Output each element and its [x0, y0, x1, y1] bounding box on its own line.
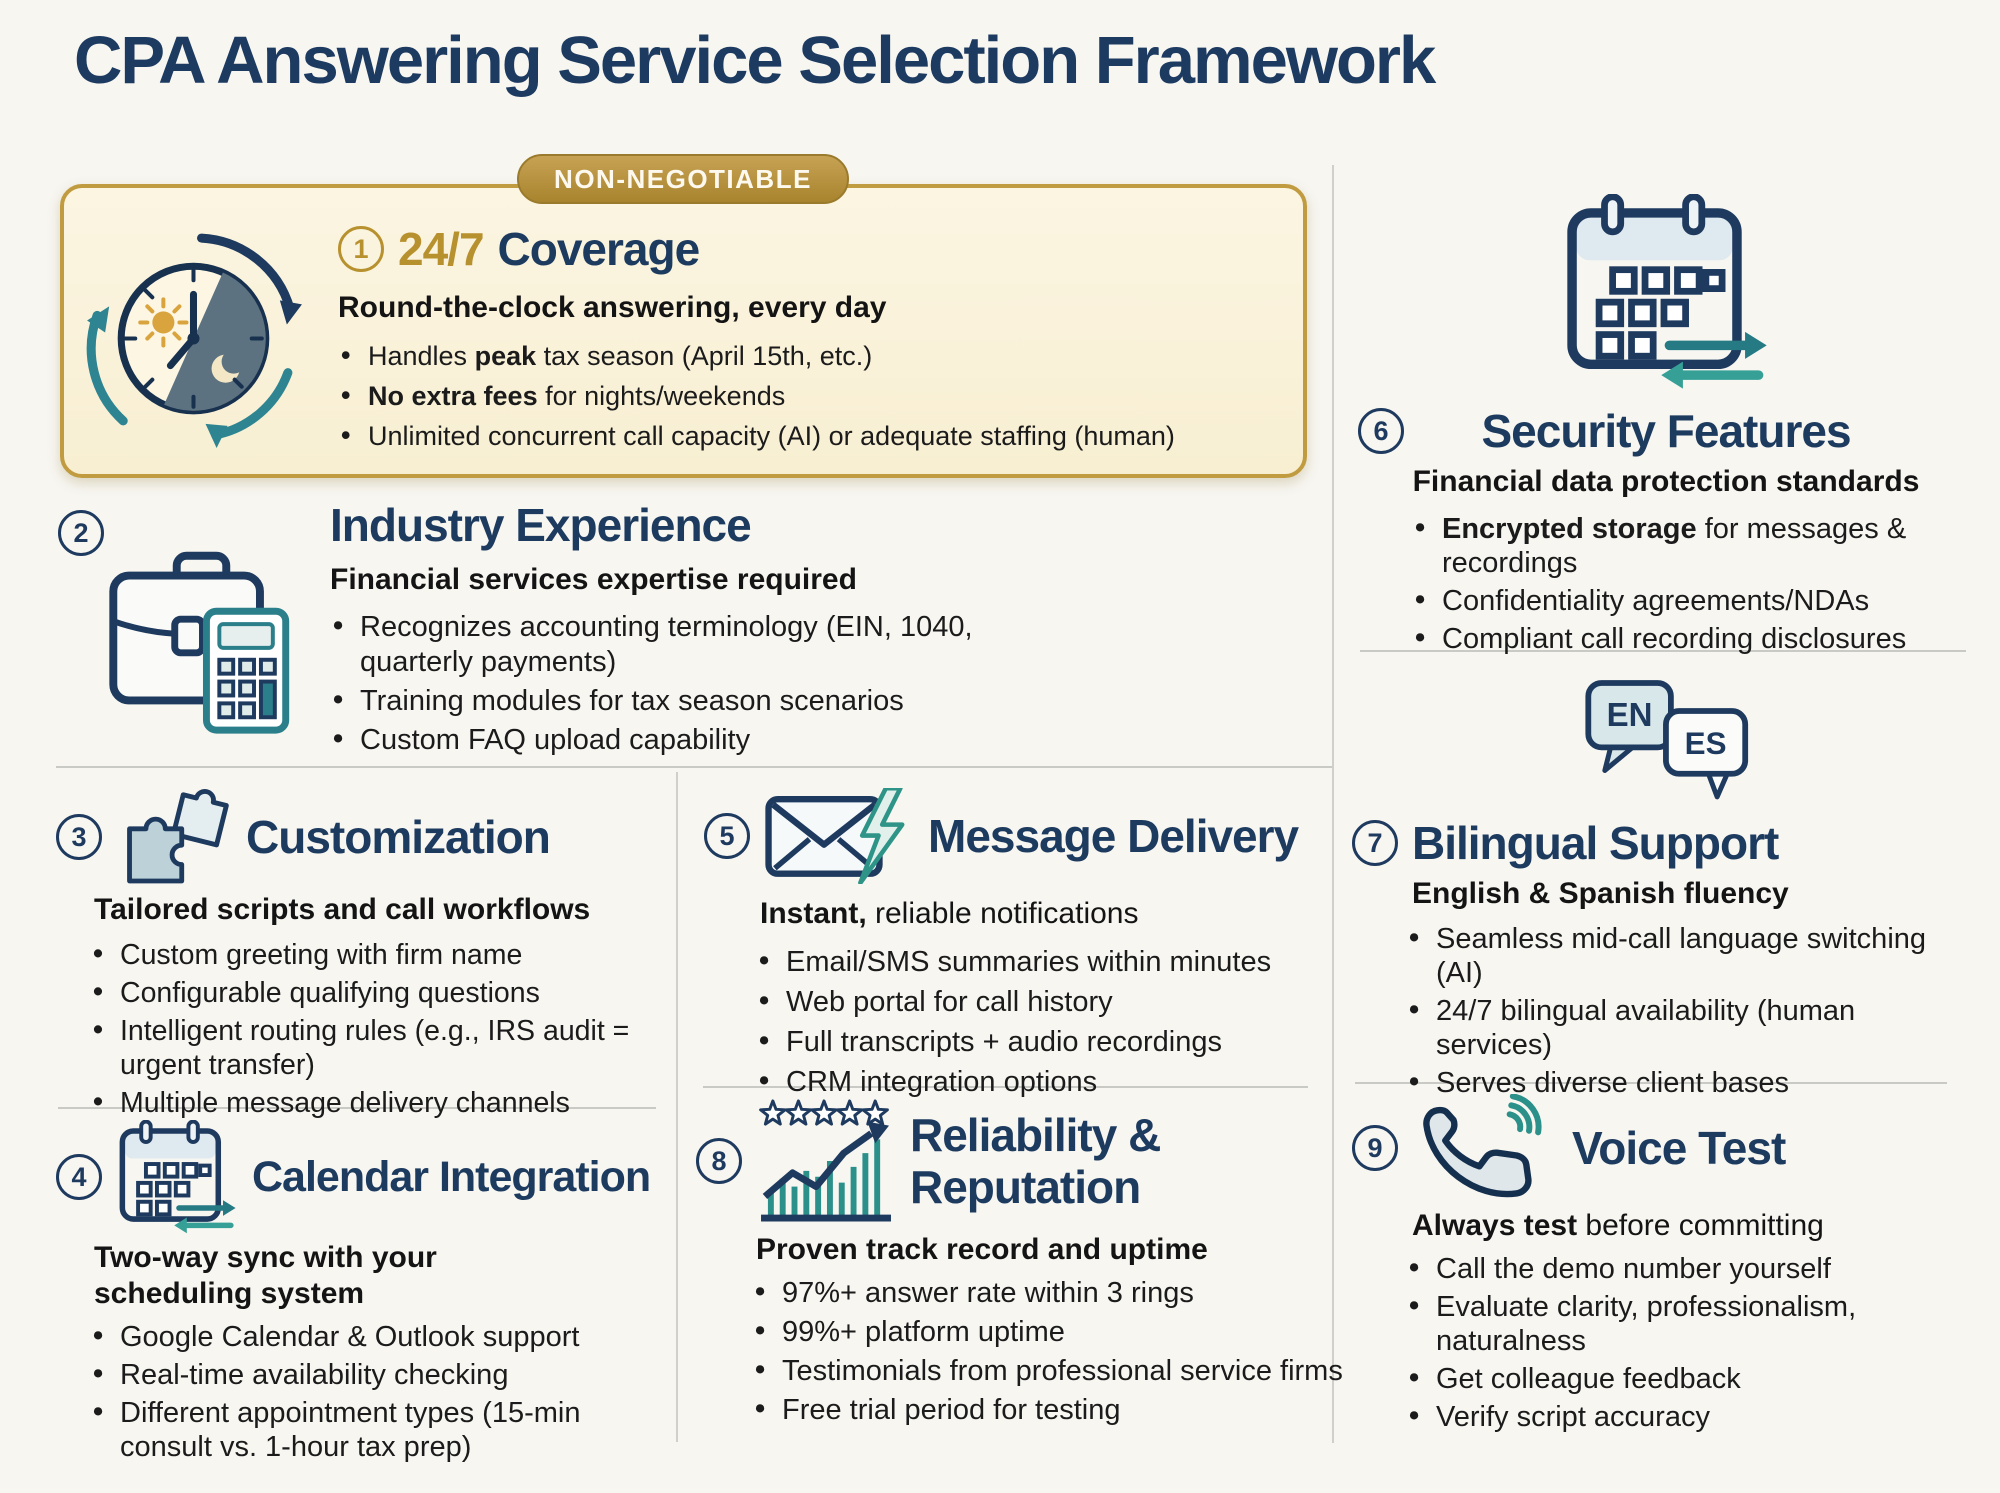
puzzle-icon — [116, 786, 232, 888]
section-security-features: 6 Security Features Financial data prote… — [1352, 194, 1980, 656]
divider-vertical — [1332, 165, 1334, 1443]
bullet-list: Handles peak tax season (April 15th, etc… — [338, 337, 1298, 454]
bullet-item: Testimonials from professional service f… — [752, 1353, 1344, 1389]
bullet-item: Encrypted storage for messages & recordi… — [1412, 511, 1960, 580]
section-calendar-integration: 4 — [56, 1120, 674, 1464]
bullet-item: Full transcripts + audio recordings — [756, 1023, 1336, 1060]
bullet-item: Web portal for call history — [756, 983, 1336, 1020]
bullet-item: Serves diverse client bases — [1406, 1065, 1946, 1100]
bullet-item: Intelligent routing rules (e.g., IRS aud… — [90, 1013, 690, 1082]
section-subtitle: Financial services expertise required — [330, 563, 857, 596]
bullet-list: Seamless mid-call language switching (AI… — [1406, 921, 1946, 1100]
bullet-list: 97%+ answer rate within 3 rings99%+ plat… — [752, 1275, 1344, 1428]
section-number-badge: 4 — [56, 1154, 102, 1200]
bubble-label-en: EN — [1607, 696, 1653, 733]
bubble-label-es: ES — [1685, 726, 1727, 761]
bullet-item: Evaluate clarity, professionalism, natur… — [1406, 1289, 1946, 1358]
bullet-item: Confidentiality agreements/NDAs — [1412, 583, 1960, 618]
section-number-badge: 3 — [56, 814, 102, 860]
section-reliability-reputation: 8 — [696, 1098, 1346, 1428]
bullet-list: Google Calendar & Outlook supportReal-ti… — [90, 1319, 676, 1464]
bullet-item: 97%+ answer rate within 3 rings — [752, 1275, 1344, 1311]
section-subtitle: Instant, reliable notifications — [760, 897, 1139, 930]
bullet-item: 24/7 bilingual availability (human servi… — [1406, 993, 1946, 1062]
bullet-item: Different appointment types (15-min cons… — [90, 1395, 676, 1464]
section-title: Customization — [246, 811, 551, 863]
section-title: Coverage — [497, 223, 701, 275]
bullet-item: CRM integration options — [756, 1063, 1336, 1100]
briefcase-calculator-icon — [98, 528, 304, 744]
section-number-badge: 6 — [1358, 408, 1404, 454]
page-title: CPA Answering Service Selection Framewor… — [74, 23, 1436, 98]
divider-horizontal — [56, 766, 1332, 768]
bilingual-speech-bubbles-icon: EN ES — [1348, 678, 1988, 806]
section-message-delivery: 5 Message Delivery Instant, reliable not… — [704, 788, 1348, 1100]
section-bilingual-support: EN ES 7 Bilingual Support English & Span… — [1348, 678, 1988, 1100]
section-voice-test: 9 Voice Test Always test before committi… — [1348, 1094, 1988, 1434]
envelope-lightning-icon — [764, 788, 914, 884]
bullet-list: Call the demo number yourselfEvaluate cl… — [1406, 1251, 1946, 1434]
section-customization: 3 Customization Tailored scripts and cal… — [56, 786, 674, 1120]
section-subtitle: Financial data protection standards — [1412, 465, 1920, 498]
bullet-item: Email/SMS summaries within minutes — [756, 943, 1336, 980]
section-subtitle: Two-way sync with your scheduling system — [94, 1241, 437, 1310]
section-number-badge: 1 — [338, 226, 384, 272]
non-negotiable-badge: NON-NEGOTIABLE — [517, 154, 849, 204]
bullet-item: Unlimited concurrent call capacity (AI) … — [338, 417, 1298, 454]
bullet-item: Configurable qualifying questions — [90, 975, 690, 1010]
bullet-item: Free trial period for testing — [752, 1392, 1344, 1428]
section-title: Industry Experience — [330, 499, 752, 551]
day-night-clock-icon — [82, 210, 310, 456]
bullet-item: Custom greeting with firm name — [90, 937, 690, 972]
section-subtitle: Round-the-clock answering, every day — [338, 291, 887, 324]
section-subtitle: English & Spanish fluency — [1412, 877, 1789, 910]
section-title-line1: Reliability & — [910, 1109, 1161, 1161]
section-title-accent: 24/7 — [398, 223, 485, 275]
section-number-badge: 5 — [704, 813, 750, 859]
bullet-list: Encrypted storage for messages & recordi… — [1412, 511, 1960, 656]
bullet-list: Recognizes accounting terminology (EIN, … — [330, 609, 1030, 758]
section-subtitle: Always test before committing — [1412, 1209, 1824, 1242]
section-subtitle: Proven track record and uptime — [756, 1233, 1208, 1266]
section-title: Bilingual Support — [1412, 817, 1779, 869]
section-title: Reliability & Reputation — [910, 1109, 1161, 1213]
section-title-line2: Reputation — [910, 1161, 1141, 1213]
bullet-item: Recognizes accounting terminology (EIN, … — [330, 609, 1030, 680]
section-number-badge: 8 — [696, 1138, 742, 1184]
bullet-item: Handles peak tax season (April 15th, etc… — [338, 337, 1298, 374]
section-industry-experience: Industry Experience Financial services e… — [330, 498, 1040, 758]
phone-sound-waves-icon — [1416, 1094, 1554, 1202]
calendar-sync-icon — [1352, 194, 1980, 390]
bullet-item: Compliant call recording disclosures — [1412, 621, 1960, 656]
bullet-item: Training modules for tax season scenario… — [330, 683, 1030, 719]
section-title: Message Delivery — [928, 810, 1299, 862]
bullet-item: Real-time availability checking — [90, 1357, 676, 1392]
bullet-item: Get colleague feedback — [1406, 1361, 1946, 1396]
bullet-item: 99%+ platform uptime — [752, 1314, 1344, 1350]
bullet-item: Custom FAQ upload capability — [330, 722, 1030, 758]
calendar-sync-icon — [116, 1120, 238, 1234]
bullet-list: Email/SMS summaries within minutesWeb po… — [756, 943, 1336, 1100]
bullet-item: Verify script accuracy — [1406, 1399, 1946, 1434]
section-coverage: 1 24/7 Coverage Round-the-clock answerin… — [338, 222, 1298, 454]
section-title: Calendar Integration — [252, 1152, 651, 1201]
bullet-item: Seamless mid-call language switching (AI… — [1406, 921, 1946, 990]
section-number-badge: 2 — [58, 510, 104, 556]
bullet-item: Call the demo number yourself — [1406, 1251, 1946, 1286]
bullet-item: Multiple message delivery channels — [90, 1085, 690, 1120]
section-title: Security Features — [1481, 405, 1851, 457]
section-title: Voice Test — [1572, 1122, 1786, 1174]
stars-growth-chart-icon — [756, 1098, 896, 1224]
section-subtitle: Tailored scripts and call workflows — [94, 893, 591, 926]
section-number-badge: 9 — [1352, 1125, 1398, 1171]
bullet-item: No extra fees for nights/weekends — [338, 377, 1298, 414]
bullet-list: Custom greeting with firm nameConfigurab… — [90, 937, 690, 1120]
bullet-item: Google Calendar & Outlook support — [90, 1319, 676, 1354]
section-number-badge: 7 — [1352, 820, 1398, 866]
